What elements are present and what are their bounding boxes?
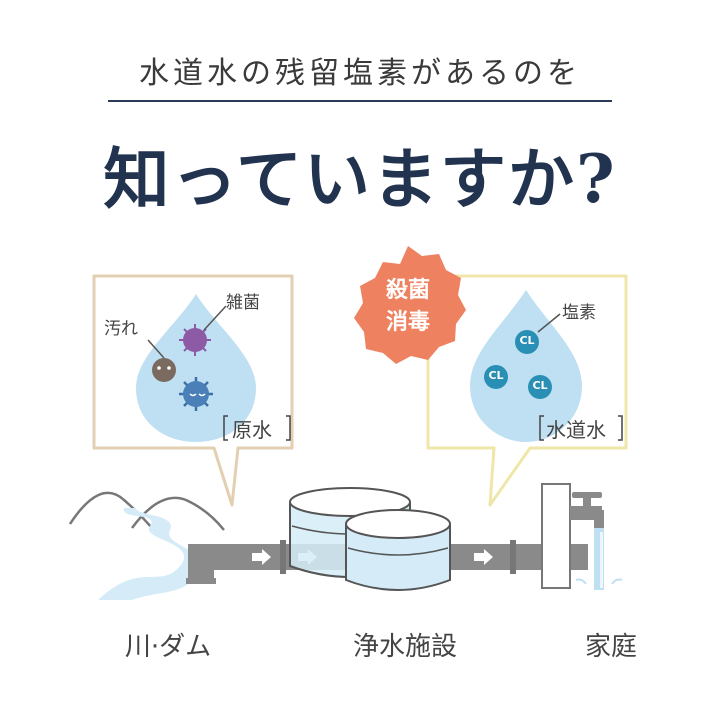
title-divider — [108, 100, 612, 102]
bacteria-icon — [179, 305, 227, 356]
stage-home: 家庭 — [584, 632, 637, 662]
chlorine-symbol: CL — [519, 334, 535, 347]
dirt-particle-icon — [147, 339, 176, 382]
bacteria-label: 雑菌 — [226, 293, 260, 313]
chlorine-molecule-icon — [515, 330, 539, 354]
chlorine-molecule-icon — [484, 365, 508, 389]
chlorine-symbol: CL — [532, 379, 548, 392]
chlorine-molecule-icon — [528, 375, 552, 399]
chlorine-symbol: CL — [488, 369, 504, 382]
page-title: 知っていますか? — [103, 140, 617, 218]
dirt-label: 汚れ — [104, 319, 138, 339]
stage-river: 川·ダム — [124, 632, 212, 662]
bacteria-blue-icon — [179, 377, 213, 411]
subtitle: 水道水の残留塩素があるのを — [139, 56, 581, 91]
mountains-icon — [68, 491, 225, 531]
river-icon — [98, 508, 200, 600]
badge-disinfect: 消毒 — [385, 310, 430, 335]
sterilization-badge — [354, 246, 466, 364]
raw-water-drop-icon — [136, 294, 256, 442]
tap-water-tag: 水道水 — [546, 418, 606, 442]
stage-plant: 浄水施設 — [352, 632, 457, 662]
chlorine-label: 塩素 — [562, 303, 596, 323]
badge-sterilize: 殺菌 — [385, 278, 430, 303]
water-tank-front — [345, 509, 451, 591]
faucet-icon — [541, 483, 623, 590]
raw-water-tag: 原水 — [232, 418, 272, 442]
tap-water-drop-icon — [470, 290, 582, 442]
